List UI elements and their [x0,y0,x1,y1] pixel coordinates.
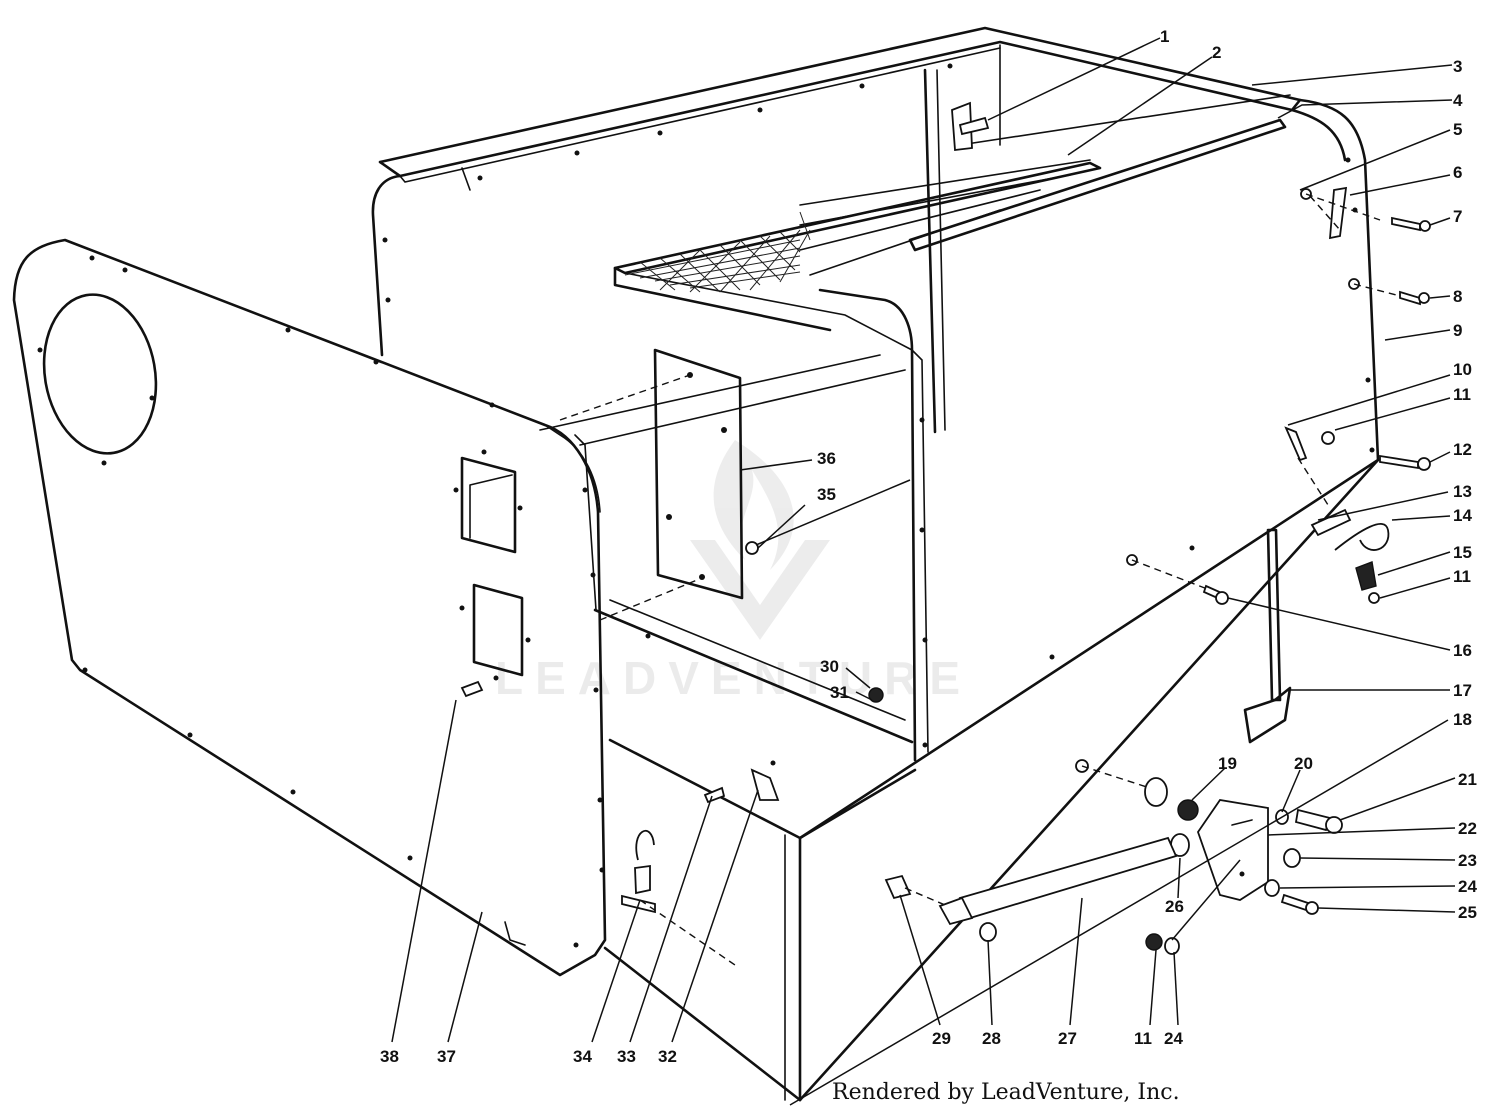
callout-28: 28 [982,1029,1001,1048]
lower-rect-opening [472,583,524,677]
callout-37: 37 [437,1047,456,1066]
callout-7: 7 [1453,207,1462,226]
callout-18: 18 [1453,710,1472,729]
callout-13: 13 [1453,482,1472,501]
callout-15: 15 [1453,543,1472,562]
callout-11-bottom: 11 [1134,1029,1152,1048]
hardware-parts [460,101,1431,966]
callout-25: 25 [1458,903,1477,922]
callout-32: 32 [658,1047,677,1066]
callout-22: 22 [1458,819,1477,838]
callout-31: 31 [830,683,849,702]
credit-text: Rendered by LeadVenture, Inc. [832,1080,1180,1105]
callout-29: 29 [932,1029,951,1048]
callout-4: 4 [1453,91,1463,110]
callout-labels: 1 2 3 4 5 6 7 8 9 10 11 12 13 14 15 11 1… [380,27,1477,1066]
left-side-panel [12,238,607,977]
callout-33: 33 [617,1047,636,1066]
callout-6: 6 [1453,163,1462,182]
callout-9: 9 [1453,321,1462,340]
enclosure-housing [371,26,1380,1102]
leader-lines [391,37,1456,1106]
callout-10: 10 [1453,360,1472,379]
callout-5: 5 [1453,120,1462,139]
grille-mesh [624,211,811,293]
callout-24-bottom: 24 [1164,1029,1183,1048]
callout-21: 21 [1458,770,1477,789]
upper-rect-opening [460,456,517,554]
callout-26: 26 [1165,897,1184,916]
callout-30: 30 [820,657,839,676]
round-opening [42,293,158,455]
callout-17: 17 [1453,681,1472,700]
callout-11-upper: 11 [1453,385,1471,404]
callout-16: 16 [1453,641,1472,660]
watermark-logo [690,440,830,640]
callout-20: 20 [1294,754,1313,773]
callout-38: 38 [380,1047,399,1066]
callout-1: 1 [1160,27,1169,46]
callout-19: 19 [1218,754,1237,773]
callout-2: 2 [1212,43,1221,62]
callout-8: 8 [1453,287,1462,306]
callout-34: 34 [573,1047,592,1066]
callout-23: 23 [1458,851,1477,870]
watermark-text: LEADVENTURE [495,652,972,704]
callout-35: 35 [817,485,836,504]
callout-11-latch: 11 [1453,567,1471,586]
callout-12: 12 [1453,440,1472,459]
callout-27: 27 [1058,1029,1077,1048]
callout-3: 3 [1453,57,1462,76]
callout-36: 36 [817,449,836,468]
callout-24-right: 24 [1458,877,1477,896]
callout-14: 14 [1453,506,1472,525]
